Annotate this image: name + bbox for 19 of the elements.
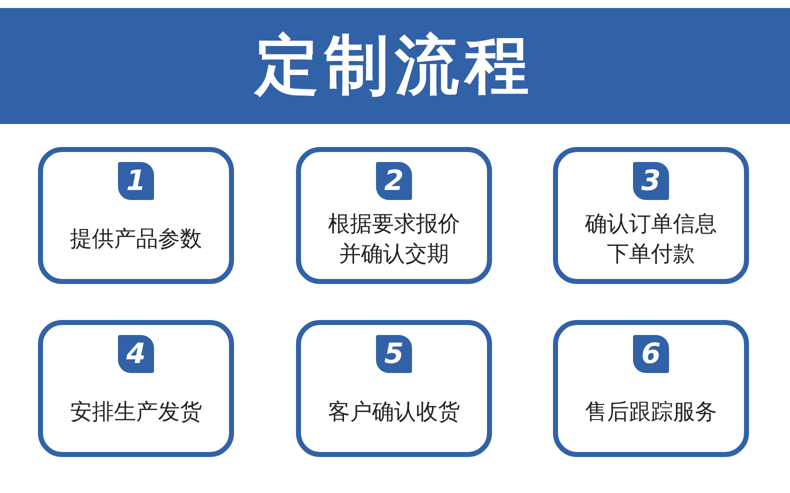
- step-number: 1: [118, 162, 154, 200]
- step-label: 提供产品参数: [69, 226, 203, 254]
- title: 定制流程: [255, 30, 535, 102]
- step-number: 4: [118, 335, 154, 373]
- step-number: 6: [633, 335, 669, 373]
- step-number: 2: [376, 162, 412, 200]
- step-label: 售后跟踪服务: [584, 398, 718, 426]
- step-card: [38, 147, 234, 284]
- step-label: 安排生产发货: [69, 398, 203, 426]
- step-number: 3: [633, 162, 669, 200]
- step-card: [296, 320, 492, 457]
- step-card: [38, 320, 234, 457]
- step-card: [553, 320, 749, 457]
- step-label: 客户确认收货: [327, 398, 461, 426]
- step-card: [296, 147, 492, 284]
- step-label: 确认订单信息下单付款: [584, 210, 718, 268]
- step-number: 5: [376, 335, 412, 373]
- step-label: 根据要求报价并确认交期: [327, 210, 461, 268]
- step-card: [553, 147, 749, 284]
